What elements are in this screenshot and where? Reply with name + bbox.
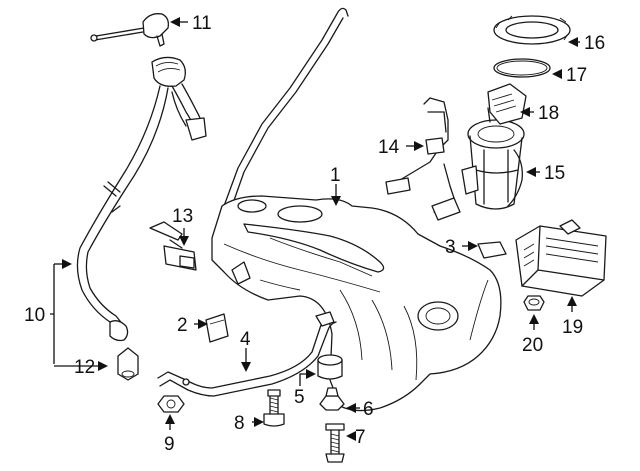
callout-18: 18: [538, 103, 559, 124]
callout-12: 12: [74, 357, 95, 378]
callout-7: 7: [355, 427, 366, 448]
callout-19: 19: [562, 317, 583, 338]
callout-16: 16: [584, 33, 605, 54]
nut-9-icon: [157, 395, 185, 413]
insulator-pad-icon: [477, 241, 507, 259]
callout-11: 11: [192, 13, 212, 34]
vent-pipe-icon: [223, 7, 349, 207]
nut-6-icon: [319, 387, 345, 411]
callout-1: 1: [330, 165, 341, 186]
callout-13: 13: [172, 206, 193, 227]
callout-14: 14: [378, 137, 400, 158]
level-sender-icon: [385, 97, 461, 221]
callout-9: 9: [164, 434, 175, 455]
callout-4: 4: [240, 329, 251, 350]
callout-5: 5: [294, 387, 305, 408]
callout-10: 10: [24, 305, 45, 326]
callout-labels: 1 2 3 4 5 6 7 8 9 10 11 12 13 14 15 16 1…: [24, 13, 605, 455]
callout-17: 17: [566, 65, 587, 86]
tank-strap-icon: [157, 311, 337, 397]
fuel-tank-icon: [211, 195, 502, 412]
callout-6: 6: [363, 399, 374, 420]
filler-pipe-icon: [76, 13, 207, 381]
bushing-icon: [317, 354, 343, 380]
sensor-bracket-icon: [149, 221, 197, 271]
filter-icon: [487, 83, 527, 125]
fuel-pump-control-module-icon: [515, 219, 607, 297]
leader-lines: [50, 17, 580, 441]
callout-2: 2: [177, 315, 188, 336]
bolt-8-icon: [263, 389, 285, 427]
lock-ring-icon: [493, 15, 571, 45]
callout-20: 20: [522, 335, 543, 356]
o-ring-icon: [493, 58, 551, 78]
fuel-pump-module-icon: [461, 105, 525, 210]
callout-15: 15: [544, 163, 565, 184]
bolt-7-icon: [325, 423, 345, 463]
tank-pad-icon: [205, 313, 229, 343]
grommet-icon: [523, 295, 545, 311]
callout-8: 8: [234, 413, 245, 434]
callout-3: 3: [445, 237, 456, 258]
